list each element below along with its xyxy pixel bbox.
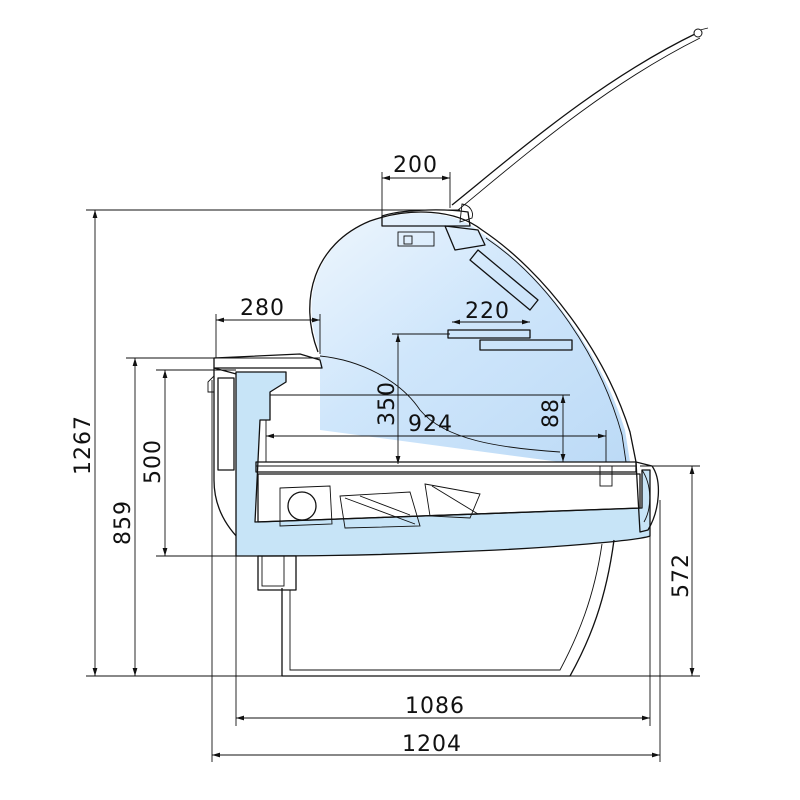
- dim-350: 350: [375, 381, 400, 426]
- well-internals: [257, 473, 641, 529]
- dim-200: 200: [393, 153, 438, 178]
- lid-arm: [451, 27, 709, 211]
- dim-220: 220: [465, 299, 510, 324]
- dim-1267: 1267: [71, 415, 96, 475]
- dimension-lines: [86, 172, 700, 762]
- glass-canopy: [309, 211, 637, 463]
- dim-280: 280: [240, 296, 285, 321]
- base-cabinet: [257, 539, 615, 677]
- dim-500: 500: [141, 439, 166, 484]
- front-rail: [635, 461, 660, 533]
- dim-88: 88: [539, 398, 564, 428]
- dim-924: 924: [408, 412, 453, 437]
- dim-1204: 1204: [402, 732, 462, 757]
- dim-859: 859: [111, 500, 136, 545]
- dim-572: 572: [669, 553, 694, 598]
- insulated-tank: [235, 371, 651, 557]
- dim-1086: 1086: [405, 694, 465, 719]
